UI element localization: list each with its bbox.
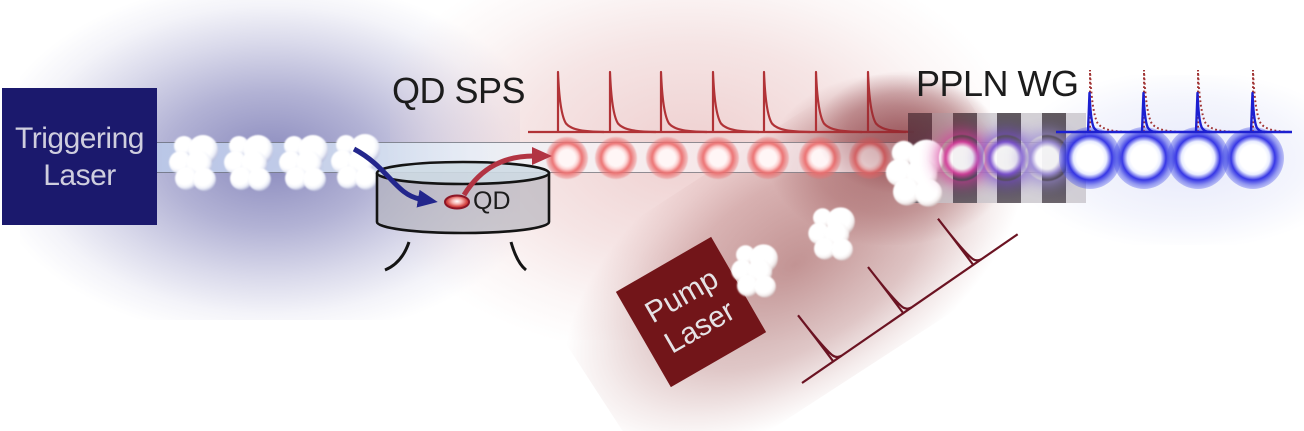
pulse (659, 70, 709, 134)
pulse (1194, 91, 1212, 134)
pulse (608, 70, 658, 134)
photon-ball (749, 244, 778, 273)
photon-ball (192, 167, 216, 191)
signal-pulse-train (556, 70, 916, 134)
pulse (1197, 69, 1237, 133)
poling-stripe-light (1021, 113, 1042, 203)
ppln-wg-label: PPLN WG (916, 63, 1079, 104)
cryostat-dish (375, 160, 551, 272)
poling-stripe-light (932, 113, 953, 203)
photon-ball (826, 207, 855, 236)
photon-ball (188, 135, 218, 165)
poling-stripe-light (1065, 113, 1086, 203)
photon-ball (807, 222, 830, 244)
photon-ball (223, 150, 247, 174)
photon-ball (330, 149, 354, 173)
poling-stripe-light (976, 113, 997, 203)
poling-stripe-dark (908, 113, 932, 203)
poling-stripe-dark (997, 113, 1021, 203)
pulse (1086, 91, 1104, 134)
ppln-waveguide-block (908, 113, 1086, 203)
qd-sps-label: QD SPS (392, 70, 526, 111)
photon-ball (229, 166, 253, 190)
red-photon (799, 137, 841, 179)
photon-ball (174, 166, 198, 190)
converted-pulse-train (1086, 91, 1267, 134)
pulse (796, 306, 843, 365)
red-photon (646, 137, 688, 179)
pulse (866, 258, 913, 316)
red-photon (697, 137, 739, 179)
blue-photon (1113, 127, 1175, 189)
unconverted-pulse-train (1089, 69, 1292, 133)
photon-ball (186, 151, 212, 177)
photon-ball (241, 151, 267, 177)
pulse (1089, 69, 1129, 133)
photon-ball (173, 135, 195, 157)
photon-ball (336, 165, 360, 189)
photon-ball (735, 244, 756, 265)
quantum-dot (444, 194, 470, 210)
photon-ball (830, 238, 853, 261)
photon-ball (168, 150, 192, 174)
dish-body (375, 173, 551, 235)
blue-photon (1222, 127, 1284, 189)
red-photon (546, 137, 588, 179)
pulse (1249, 91, 1267, 134)
photon-ball (298, 135, 328, 165)
pulse (556, 70, 606, 134)
photon-ball (302, 167, 326, 191)
photon-ball (247, 167, 271, 191)
photon-ball (335, 134, 357, 156)
pulse (711, 70, 761, 134)
photon-ball (753, 275, 776, 298)
dish-leg-right (509, 241, 527, 272)
photon-ball (350, 134, 380, 164)
photon-ball (284, 166, 308, 190)
trigger-arrow (352, 146, 438, 208)
pump-pulse-baseline (801, 233, 1019, 384)
triggering-laser-box: Triggering Laser (2, 88, 157, 225)
pulse (814, 70, 864, 134)
pump-pulse-train (796, 210, 1019, 384)
poling-stripe-dark (1041, 113, 1066, 203)
pulse (936, 210, 983, 268)
photon-ball (348, 150, 374, 176)
triggering-laser-label-line2: Laser (43, 158, 116, 192)
photon-ball (243, 135, 273, 165)
poling-stripe-dark (952, 113, 977, 203)
red-photon (747, 137, 789, 179)
photon-ball (283, 135, 305, 157)
photon-ball (813, 237, 836, 260)
photon-ball (812, 207, 833, 228)
photon-ball (228, 135, 250, 157)
photon-ball (747, 259, 772, 284)
qd-label: QD (473, 187, 511, 215)
photon-ball (296, 151, 322, 177)
photon-ball (278, 150, 302, 174)
pump-laser-box: Pump Laser (615, 236, 767, 388)
pulse (762, 70, 812, 134)
red-photon (595, 137, 637, 179)
blue-photon (1167, 127, 1229, 189)
photon-ball (824, 222, 849, 247)
red-photon (849, 137, 891, 179)
triggering-laser-label-line1: Triggering (15, 121, 144, 155)
dish-leg-left (384, 241, 411, 272)
pulse (1140, 91, 1158, 134)
photon-ball (354, 166, 378, 190)
dish-top-rim (375, 160, 551, 186)
pulse (1143, 69, 1183, 133)
pulse (1252, 69, 1292, 133)
